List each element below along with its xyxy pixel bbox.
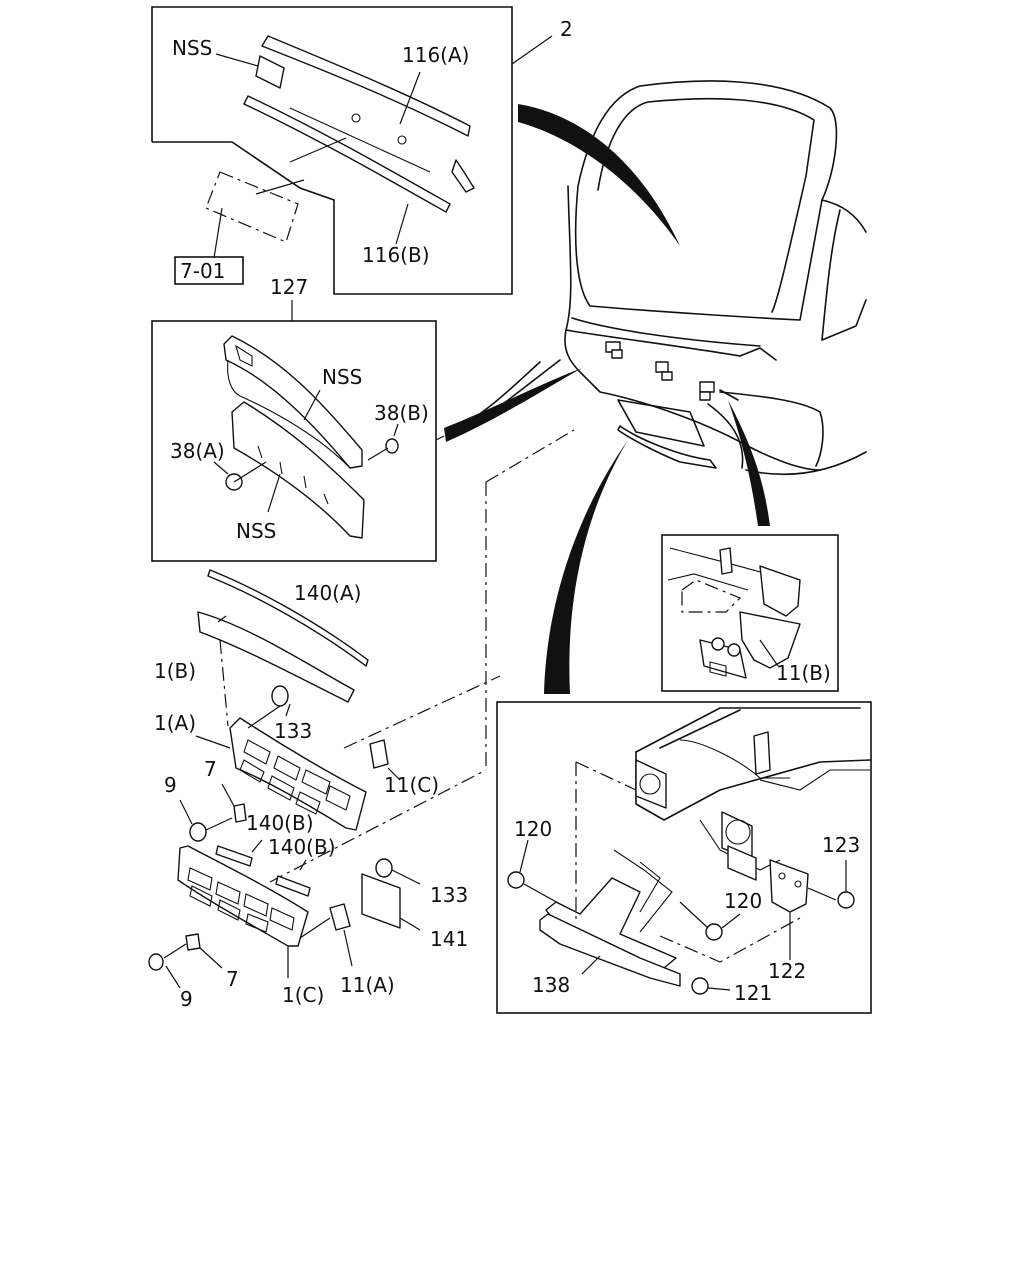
emblem-140b-right	[275, 875, 311, 897]
vehicle-front-view	[473, 80, 867, 476]
label-140a: 140(A)	[294, 581, 361, 605]
cowl-trim-end-bracket	[451, 159, 475, 193]
ref-box-7-01	[174, 256, 244, 285]
part-labels: 2 NSS 116(A) 116(B) 7-01 127 NSS 38(B) 3…	[154, 17, 860, 1011]
callout-underframe	[496, 701, 872, 1014]
clip-7-upper	[233, 803, 247, 823]
grille-molding-140a	[207, 569, 369, 667]
label-140b-lower: 140(B)	[268, 835, 336, 859]
clip-7-lower	[185, 933, 201, 951]
label-38a: 38(A)	[170, 439, 225, 463]
label-141: 141	[430, 927, 468, 951]
cowl-trim-strip-b	[243, 95, 451, 213]
label-120-left: 120	[514, 817, 552, 841]
label-38b: 38(B)	[374, 401, 429, 425]
reference-sheet	[205, 171, 299, 243]
label-7-lower: 7	[226, 967, 239, 991]
screw-133-lower	[375, 858, 393, 878]
bracket-11b-upper	[759, 565, 801, 617]
label-1b: 1(B)	[154, 659, 196, 683]
label-116a: 116(A)	[402, 43, 469, 67]
label-9-upper: 9	[164, 773, 177, 797]
label-121: 121	[734, 981, 772, 1005]
label-116b: 116(B)	[362, 243, 430, 267]
grille-lower-plate	[231, 401, 365, 539]
label-11a: 11(A)	[340, 973, 395, 997]
label-127: 127	[270, 275, 308, 299]
screw-133-upper	[271, 685, 289, 707]
bolt-123	[837, 891, 855, 909]
pointer-arrows	[444, 104, 770, 694]
label-138: 138	[532, 973, 570, 997]
label-7-upper: 7	[204, 757, 217, 781]
bolt-120-right	[705, 923, 723, 941]
label-140b-upper: 140(B)	[246, 811, 314, 835]
grille-outer-1c	[177, 845, 309, 947]
nut-121	[691, 977, 709, 995]
clip-11c	[369, 739, 389, 769]
label-123: 123	[822, 833, 860, 857]
screw-9-upper	[189, 822, 207, 842]
grille-bar-1b	[197, 611, 355, 703]
screw-9-lower	[148, 953, 164, 971]
clip-11a	[329, 903, 351, 931]
bracket-122	[769, 859, 809, 913]
plate-141	[361, 873, 401, 929]
label-11b: 11(B)	[776, 661, 831, 685]
label-nss-127-upper: NSS	[322, 365, 362, 389]
cowl-trim-strip-a	[261, 35, 471, 137]
label-7-01: 7-01	[180, 259, 225, 283]
label-133-lower: 133	[430, 883, 468, 907]
grille-upper-panel	[223, 335, 363, 469]
label-11c: 11(C)	[384, 773, 439, 797]
callout-bracket-11b	[661, 534, 839, 692]
label-120-right: 120	[724, 889, 762, 913]
label-1c: 1(C)	[282, 983, 324, 1007]
emblem-140b-left	[215, 845, 253, 867]
callout-grille-upper	[151, 300, 445, 562]
label-nss-top: NSS	[172, 36, 212, 60]
label-2: 2	[560, 17, 573, 41]
label-122: 122	[768, 959, 806, 983]
label-9-lower: 9	[180, 987, 193, 1011]
label-133-upper: 133	[274, 719, 312, 743]
label-1a: 1(A)	[154, 711, 196, 735]
label-nss-127-lower: NSS	[236, 519, 276, 543]
cowl-trim-end-cap	[255, 55, 285, 89]
bolt-120-left	[507, 871, 525, 889]
bracket-11b-body	[739, 611, 801, 669]
callout-cowl-trim	[151, 6, 553, 295]
grille-exploded-view	[148, 429, 575, 989]
